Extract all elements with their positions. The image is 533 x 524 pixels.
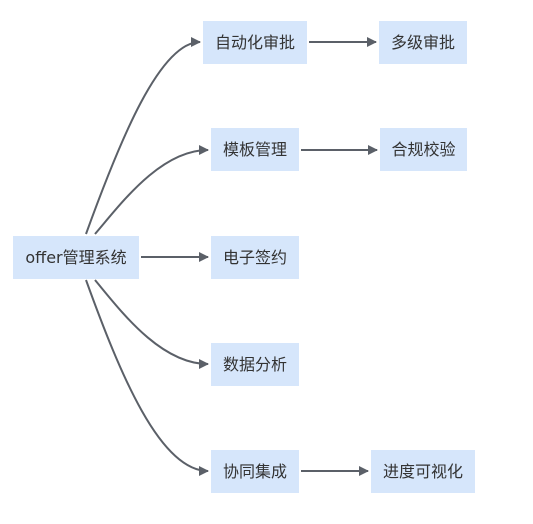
edge-root-to-collab <box>85 279 209 476</box>
node-compliance-check: 合规校验 <box>380 128 467 171</box>
node-template-management: 模板管理 <box>211 128 299 171</box>
node-collaboration-integration: 协同集成 <box>211 450 299 493</box>
edge-root-to-auto <box>85 37 201 235</box>
node-data-analysis: 数据分析 <box>211 343 299 386</box>
node-offer-system: offer管理系统 <box>13 236 139 279</box>
node-e-signing: 电子签约 <box>211 236 299 279</box>
edge-root-to-tpl <box>94 145 209 235</box>
edge-root-to-data <box>94 279 209 369</box>
node-multi-level-approval: 多级审批 <box>379 21 467 64</box>
node-auto-approval: 自动化审批 <box>203 21 307 64</box>
node-progress-visualization: 进度可视化 <box>371 450 475 493</box>
